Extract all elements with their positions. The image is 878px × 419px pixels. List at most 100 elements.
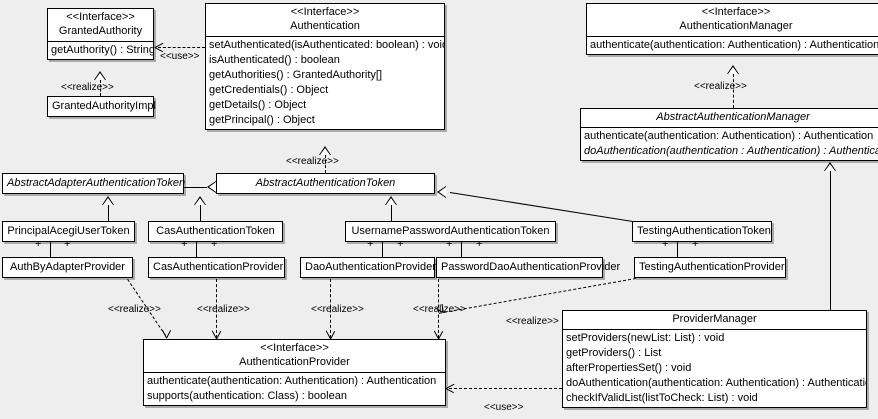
- class-name-label: AuthByAdapterProvider: [10, 261, 125, 273]
- class-name-label: TestingAuthenticationProvider: [639, 261, 785, 273]
- realization-line-cas-authentication-provider: [216, 279, 217, 338]
- class-box-abstract-authentication-token[interactable]: AbstractAuthenticationToken: [216, 173, 435, 194]
- generalization-line-username-password-authentication-token: [391, 205, 392, 221]
- use-line-provider-manager-authentication-provider: [449, 388, 562, 389]
- generalization-line-testing-token: [449, 192, 646, 224]
- operation-item: getCredentials() : Object: [209, 84, 329, 96]
- generalization-triangle-cas-authentication-token: [194, 196, 206, 205]
- class-box-abstract-adapter-authentication-token[interactable]: AbstractAdapterAuthenticationToken: [2, 173, 186, 194]
- stereotype-label: <<Interface>>: [66, 11, 135, 23]
- class-box-auth-by-adapter-provider[interactable]: AuthByAdapterProvider: [2, 257, 133, 278]
- operations-compartment-authentication: setAuthenticated(isAuthenticated: boolea…: [206, 36, 444, 129]
- class-box-granted-authority[interactable]: <<Interface>> GrantedAuthority getAuthor…: [47, 8, 154, 60]
- realize-label-testing-authentication-provider: <<realize>>: [506, 316, 559, 327]
- class-name-label: UsernamePasswordAuthenticationToken: [351, 225, 550, 237]
- class-box-testing-authentication-provider[interactable]: TestingAuthenticationProvider: [634, 257, 786, 278]
- realization-line-abstract-authentication-manager: [733, 74, 734, 108]
- realization-triangle-granted-authority-impl: [94, 71, 106, 80]
- multiplicity-marker: +: [211, 238, 218, 250]
- class-box-authentication-manager[interactable]: <<Interface>> AuthenticationManager auth…: [586, 3, 878, 55]
- class-header-provider-manager: ProviderManager: [563, 311, 866, 329]
- operation-item: setAuthenticated(isAuthenticated: boolea…: [209, 39, 444, 51]
- generalization-triangle-provider-manager: [824, 162, 836, 171]
- operations-compartment-granted-authority: getAuthority() : String: [48, 41, 153, 59]
- class-box-password-dao-authentication-provider[interactable]: PasswordDaoAuthenticationProvider: [436, 257, 621, 278]
- realization-triangle-abstract-authentication-token: [319, 146, 331, 155]
- class-name-label: AbstractAuthenticationManager: [656, 111, 810, 123]
- class-name-label: CasAuthenticationToken: [156, 225, 275, 237]
- realize-label-abstract-authentication-manager: <<realize>>: [694, 81, 747, 92]
- operation-item: setProviders(newList: List) : void: [566, 332, 725, 344]
- generalization-triangle-adapter-token: [207, 181, 216, 193]
- class-header-authentication-provider: <<Interface>> AuthenticationProvider: [144, 340, 445, 372]
- class-header-authentication-manager: <<Interface>> AuthenticationManager: [587, 4, 878, 36]
- class-box-authentication[interactable]: <<Interface>> Authentication setAuthenti…: [205, 3, 445, 130]
- class-header-abstract-authentication-manager: AbstractAuthenticationManager: [581, 109, 878, 127]
- multiplicity-marker: +: [692, 238, 699, 250]
- class-name-label: AbstractAuthenticationToken: [255, 177, 396, 189]
- multiplicity-marker: +: [35, 238, 42, 250]
- realization-arrowhead-auth-by-adapter-lower: [166, 330, 172, 339]
- operation-item: getDetails() : Object: [209, 99, 307, 111]
- realization-line-dao-authentication-provider: [330, 279, 331, 338]
- class-name-label: TestingAuthenticationToken: [637, 225, 771, 237]
- realization-line-granted-authority-impl: [100, 80, 101, 96]
- operation-item: checkIfValidList(listToCheck: List) : vo…: [566, 392, 758, 404]
- realization-line-abstract-authentication-token: [325, 155, 326, 173]
- realization-triangle-abstract-authentication-manager: [727, 65, 739, 74]
- use-line-authentication-granted-authority: [158, 47, 205, 48]
- realize-label-dao-authentication-provider: <<realize>>: [311, 304, 364, 315]
- class-name-label: AbstractAdapterAuthenticationToken: [7, 177, 186, 189]
- class-name-label: Authentication: [290, 20, 360, 32]
- class-box-provider-manager[interactable]: ProviderManager setProviders(newList: Li…: [562, 310, 867, 408]
- class-name-label: CasAuthenticationProvider: [153, 261, 284, 273]
- operation-item: getPrincipal() : Object: [209, 114, 315, 126]
- class-box-dao-authentication-provider[interactable]: DaoAuthenticationProvider: [300, 257, 436, 278]
- operation-item: supports(authentication: Class) : boolea…: [147, 390, 347, 402]
- realization-line-testing-authentication-provider: [438, 278, 636, 314]
- class-name-label: DaoAuthenticationProvider: [305, 261, 436, 273]
- generalization-line-cas-authentication-token: [200, 205, 201, 221]
- class-header-granted-authority: <<Interface>> GrantedAuthority: [48, 9, 153, 41]
- operations-compartment-provider-manager: setProviders(newList: List) : void getPr…: [563, 329, 866, 407]
- multiplicity-marker: +: [446, 238, 453, 250]
- class-box-authentication-provider[interactable]: <<Interface>> AuthenticationProvider aut…: [143, 339, 446, 406]
- multiplicity-marker: +: [64, 238, 71, 250]
- class-box-username-password-authentication-token[interactable]: UsernamePasswordAuthenticationToken: [345, 221, 556, 242]
- class-name-label: AuthenticationProvider: [239, 356, 350, 368]
- multiplicity-marker: +: [397, 238, 404, 250]
- class-name-label: GrantedAuthorityImpl: [52, 100, 156, 112]
- operations-compartment-abstract-authentication-manager: authenticate(authentication: Authenticat…: [581, 127, 878, 160]
- operation-item: doAuthentication(authentication : Authen…: [584, 145, 878, 157]
- class-box-granted-authority-impl[interactable]: GrantedAuthorityImpl: [47, 96, 156, 117]
- class-box-principal-acegi-user-token[interactable]: PrincipalAcegiUserToken: [2, 221, 135, 242]
- operation-item: getAuthority() : String: [51, 44, 153, 56]
- class-name-label: GrantedAuthority: [58, 25, 143, 37]
- realize-label-abstract-authentication-token: <<realize>>: [286, 156, 339, 167]
- class-name-label: PasswordDaoAuthenticationProvider: [441, 261, 621, 273]
- multiplicity-marker: +: [367, 238, 374, 250]
- generalization-triangle-username-password-authentication-token: [385, 196, 397, 205]
- generalization-triangle-testing-token: [437, 186, 446, 198]
- generalization-line-principal-acegi-user-token: [108, 205, 109, 221]
- multiplicity-marker: +: [476, 238, 483, 250]
- realize-label-auth-by-adapter-provider: <<realize>>: [108, 304, 161, 315]
- operation-item: afterPropertiesSet() : void: [566, 362, 692, 374]
- class-box-abstract-authentication-manager[interactable]: AbstractAuthenticationManager authentica…: [580, 108, 878, 161]
- operation-item: authenticate(authentication: Authenticat…: [590, 39, 878, 51]
- stereotype-label: <<Interface>>: [701, 6, 771, 18]
- class-box-cas-authentication-token[interactable]: CasAuthenticationToken: [148, 221, 283, 242]
- class-box-testing-authentication-token[interactable]: TestingAuthenticationToken: [632, 221, 772, 242]
- class-header-authentication: <<Interface>> Authentication: [206, 4, 444, 36]
- realize-label-cas-authentication-provider: <<realize>>: [197, 304, 250, 315]
- class-name-label: AuthenticationManager: [679, 20, 793, 32]
- multiplicity-marker: +: [662, 238, 669, 250]
- association-line-upat-dao-provider: [382, 235, 383, 257]
- operation-item: getAuthorities() : GrantedAuthority[]: [209, 69, 383, 81]
- operation-item: authenticate(authentication: Authenticat…: [584, 130, 874, 142]
- association-line-upat-password-dao-provider: [461, 235, 462, 257]
- use-label-authentication-granted-authority: <<use>>: [160, 51, 200, 62]
- class-name-label: PrincipalAcegiUserToken: [7, 225, 130, 237]
- class-box-cas-authentication-provider[interactable]: CasAuthenticationProvider: [148, 257, 285, 278]
- operation-item: doAuthentication(authentication: Authent…: [566, 377, 866, 389]
